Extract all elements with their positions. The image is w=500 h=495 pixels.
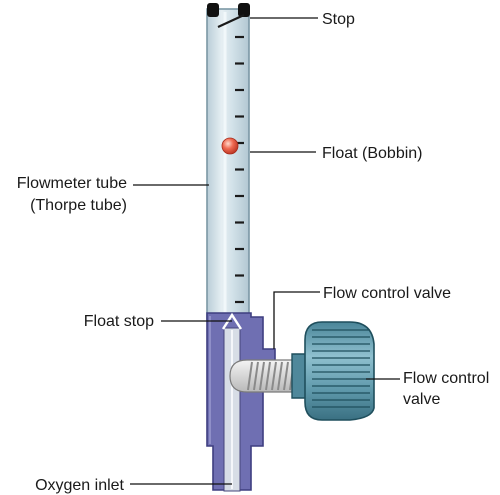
float-ball-icon — [221, 137, 239, 155]
threaded-stem-icon — [229, 359, 301, 393]
tube-cap-left — [207, 3, 219, 17]
label-float-stop: Float stop — [84, 313, 154, 330]
label-tube-line2: (Thorpe tube) — [30, 197, 127, 214]
stem-thread — [247, 361, 253, 391]
label-fcv-right-line2: valve — [403, 391, 440, 408]
top-stop — [217, 14, 245, 28]
label-fcv-top: Flow control valve — [323, 285, 451, 302]
label-fcv-right-line1: Flow control — [403, 370, 489, 387]
label-tube-line1: Flowmeter tube — [17, 175, 127, 192]
stem-thread — [283, 361, 289, 391]
label-stop: Stop — [322, 11, 355, 28]
stem-thread — [277, 361, 283, 391]
stem-thread — [265, 361, 271, 391]
leader-fcv-top — [273, 291, 320, 349]
label-float: Float (Bobbin) — [322, 145, 423, 162]
valve-body — [206, 312, 276, 491]
flowmeter-tube — [206, 8, 250, 320]
float-stop-caret — [221, 312, 243, 330]
stem-thread — [253, 361, 259, 391]
knurled-knob-icon — [291, 321, 375, 421]
stem-thread — [259, 361, 265, 391]
tube-cap-right — [238, 3, 250, 17]
label-oxygen-inlet: Oxygen inlet — [35, 477, 124, 494]
stem-thread — [271, 361, 277, 391]
